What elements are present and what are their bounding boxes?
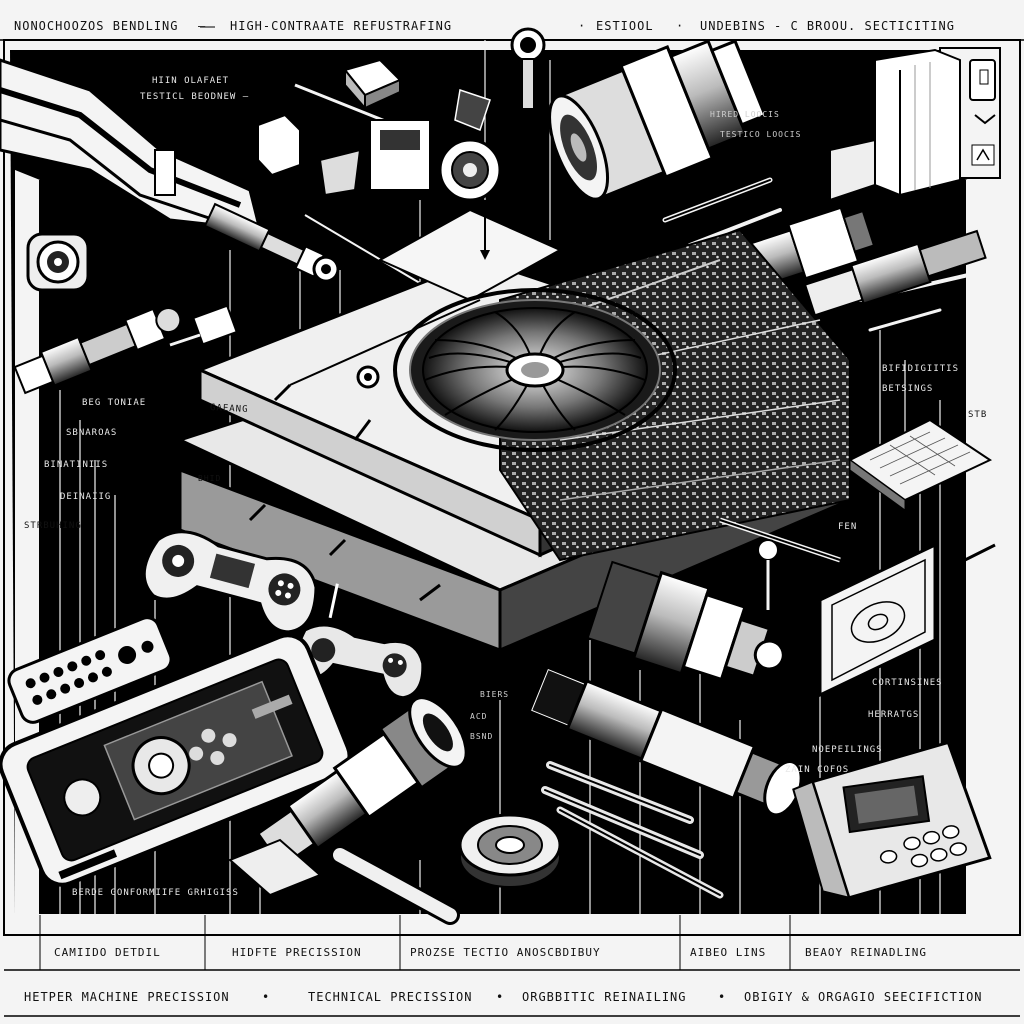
magnifier-part: [510, 27, 546, 110]
lower-note-2: ACD: [470, 712, 488, 721]
band1-label-3: PROZSE TECTIO ANOSCBDIBUY: [410, 946, 601, 959]
lower-rod: [228, 838, 460, 925]
pager-device: [792, 740, 992, 900]
callout-right-1: HIRED LOOCIS: [710, 110, 780, 119]
band2-dot-3: •: [718, 990, 727, 1004]
callout-lower-right-3: NOEPEILINGS: [812, 745, 883, 755]
robotic-arm-left: [0, 58, 340, 283]
callout-side-left-5: STRBUHING: [24, 521, 82, 531]
band2-dot-2: •: [496, 990, 505, 1004]
band1-label-5: BEAOY REINADLING: [805, 946, 927, 959]
header-separator-2: ·: [578, 19, 587, 33]
header-separator-1: —: [198, 19, 207, 33]
controller-icon: [142, 530, 318, 634]
lens-icon: [26, 232, 90, 292]
callout-side-right-3: STB: [968, 410, 988, 420]
band1-label-2: HIDFTE PRECISSION: [232, 946, 362, 959]
band2-label-3: ORGBBITIC REINAILING: [522, 990, 687, 1004]
callout-side-right-1: BIFIDIGIITIS: [882, 364, 960, 374]
callout-side-left-1: BEG TONIAE: [82, 398, 147, 408]
reel: [458, 813, 562, 888]
connector-small: [169, 304, 238, 347]
circuit-board: [848, 418, 993, 511]
callout-lower-right-1: CORTINSINES: [872, 678, 943, 688]
header-label-4: UNDEBINS - C BROOU. SECTICITING: [700, 19, 955, 33]
fan-icon: [393, 288, 677, 452]
band2-label-4: OBIGIY & ORGAGIO SEECIFICTION: [744, 990, 983, 1004]
cylinder-left: [13, 307, 182, 395]
band1-label-4: AIBEO LINS: [690, 946, 767, 959]
lower-note-3: BSND: [470, 732, 494, 741]
piston-right-2: [803, 229, 987, 317]
callout-side-left-3: BINATINIIS: [44, 460, 109, 470]
band2-dot-1: •: [262, 990, 271, 1004]
column-block: [829, 48, 961, 202]
callout-left-sub: TESTICL BEODNEW —: [140, 92, 250, 102]
console-port-label: BHID: [198, 474, 222, 483]
callout-side-right-2: BETSINGS: [882, 384, 934, 394]
long-cylinder: [531, 668, 803, 817]
callout-left-title: HIIN OLAFAET: [152, 76, 230, 86]
gear-assembly-top: [318, 89, 502, 202]
callout-side-left-2: SBNAROAS: [66, 428, 118, 438]
probe-right: [719, 517, 996, 610]
header-label-3: ESTIOOL: [596, 19, 654, 33]
callout-side-left-4: DEINAIIG: [60, 492, 112, 502]
handheld-icon: [0, 633, 352, 887]
framed-plate: [818, 542, 937, 698]
camera-lens-top: [548, 39, 768, 201]
band2-label-1: HETPER MACHINE PRECISSION: [24, 990, 230, 1004]
lower-caption: BERDE GONFORMIIFE GRHIGISS: [72, 888, 239, 898]
header-label-2: HIGH-CONTRAATE REFUSTRAFING: [230, 19, 453, 33]
lower-note-1: BIERS: [480, 690, 510, 699]
band2-label-2: TECHNICAL PRECISSION: [308, 990, 473, 1004]
tool-set: [541, 761, 724, 899]
lower-lens-assembly: [257, 696, 468, 868]
game-console: [175, 200, 855, 653]
band1-label-1: CAMIIDO DETDIL: [54, 946, 161, 959]
callout-lower-right-2: HERRATGS: [868, 710, 920, 720]
cube-part: [257, 58, 441, 296]
rear-spindle: [586, 560, 785, 682]
callout-lower-right-4: ZAIN COFOS: [785, 765, 850, 775]
console-brand: GAEANG: [209, 402, 249, 416]
header-label-1: NONOCHOOZOS BENDLING: [14, 19, 179, 33]
callout-right-2: TESTICO LOOCIS: [720, 130, 802, 139]
header-separator-3: ·: [676, 19, 685, 33]
remote-icon: [7, 616, 173, 724]
callout-side-right-4: FEN: [838, 522, 858, 532]
